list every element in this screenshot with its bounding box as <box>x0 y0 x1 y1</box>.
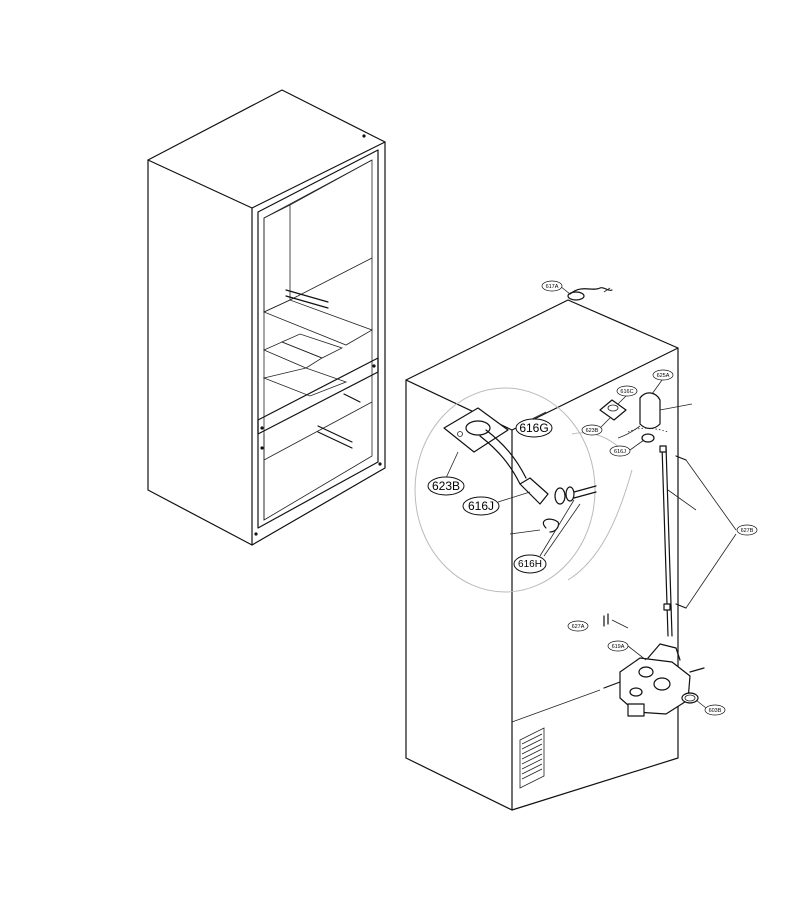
svg-text:617A: 617A <box>546 284 559 290</box>
callout-616J-small: 616J <box>609 445 631 457</box>
svg-text:616G: 616G <box>519 421 548 435</box>
callout-616G: 616G <box>515 418 553 438</box>
svg-text:627A: 627A <box>572 624 585 630</box>
front-cabinet <box>147 89 386 546</box>
callout-603B: 603B <box>704 704 726 716</box>
svg-text:623B: 623B <box>586 428 599 434</box>
callout-619A: 619A <box>607 640 629 652</box>
svg-text:616C: 616C <box>620 389 633 395</box>
callout-617A: 617A <box>541 280 563 292</box>
callout-627B: 627B <box>736 524 758 536</box>
callout-616C: 616C <box>616 385 638 397</box>
rear-cabinet <box>405 286 679 811</box>
svg-text:603B: 603B <box>709 708 722 714</box>
svg-text:625A: 625A <box>657 373 670 379</box>
svg-text:616H: 616H <box>518 559 542 570</box>
detail-circle <box>414 387 633 593</box>
svg-text:627B: 627B <box>741 528 754 534</box>
callout-623B-large: 623B <box>427 476 465 496</box>
callout-627A: 627A <box>567 620 589 632</box>
water-line-parts <box>559 285 737 717</box>
svg-text:623B: 623B <box>432 479 460 493</box>
callout-616H: 616H <box>513 554 547 574</box>
callout-616J-large: 616J <box>462 496 500 516</box>
svg-text:616J: 616J <box>614 449 626 455</box>
svg-text:619A: 619A <box>612 644 625 650</box>
svg-text:616J: 616J <box>468 499 494 513</box>
callout-625A: 625A <box>652 369 674 381</box>
callout-623B-small: 623B <box>581 424 603 436</box>
